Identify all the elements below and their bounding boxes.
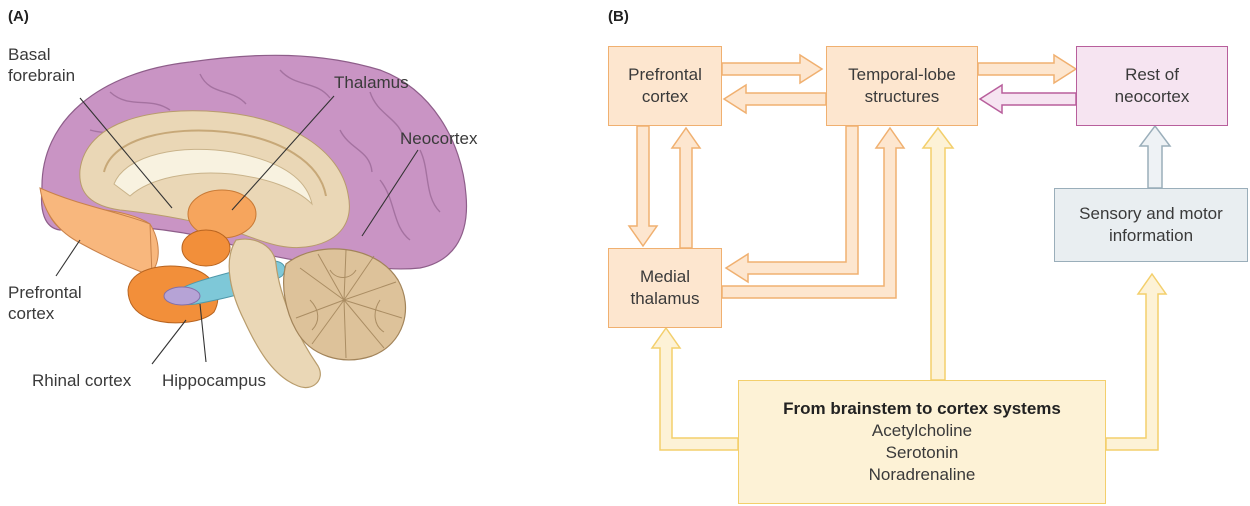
arrow-pfc-to-temporal bbox=[722, 55, 822, 83]
box-sensory-motor-label: Sensory and motor information bbox=[1079, 203, 1223, 247]
box-medial-thalamus: Medial thalamus bbox=[608, 248, 722, 328]
box-sensory-motor: Sensory and motor information bbox=[1054, 188, 1248, 262]
box-rest-of-neocortex-label: Rest of neocortex bbox=[1115, 64, 1190, 108]
arrow-temporal-to-thalamus bbox=[726, 126, 858, 282]
box-rest-of-neocortex: Rest of neocortex bbox=[1076, 46, 1228, 126]
source-item: Acetylcholine bbox=[872, 420, 972, 442]
box-medial-thalamus-label: Medial thalamus bbox=[631, 266, 700, 310]
box-temporal-lobe: Temporal-lobe structures bbox=[826, 46, 978, 126]
source-item: Serotonin bbox=[886, 442, 959, 464]
arrow-brainstem-to-thalamus bbox=[652, 328, 738, 450]
source-item: Noradrenaline bbox=[869, 464, 976, 486]
arrow-brainstem-to-temporal bbox=[923, 128, 953, 380]
arrow-sensory-to-neocortex bbox=[1140, 126, 1170, 188]
source-title: From brainstem to cortex systems bbox=[783, 398, 1061, 420]
arrow-neocortex-to-temporal bbox=[980, 85, 1076, 113]
box-prefrontal-cortex: Prefrontal cortex bbox=[608, 46, 722, 126]
arrow-temporal-to-neocortex bbox=[978, 55, 1076, 83]
box-temporal-lobe-label: Temporal-lobe structures bbox=[848, 64, 956, 108]
arrow-brainstem-to-sensory bbox=[1106, 274, 1166, 450]
arrow-pfc-to-thalamus bbox=[629, 126, 657, 246]
arrow-temporal-to-pfc bbox=[724, 85, 826, 113]
arrow-thalamus-to-pfc bbox=[672, 128, 700, 248]
box-prefrontal-cortex-label: Prefrontal cortex bbox=[628, 64, 702, 108]
box-brainstem-systems: From brainstem to cortex systems Acetylc… bbox=[738, 380, 1106, 504]
